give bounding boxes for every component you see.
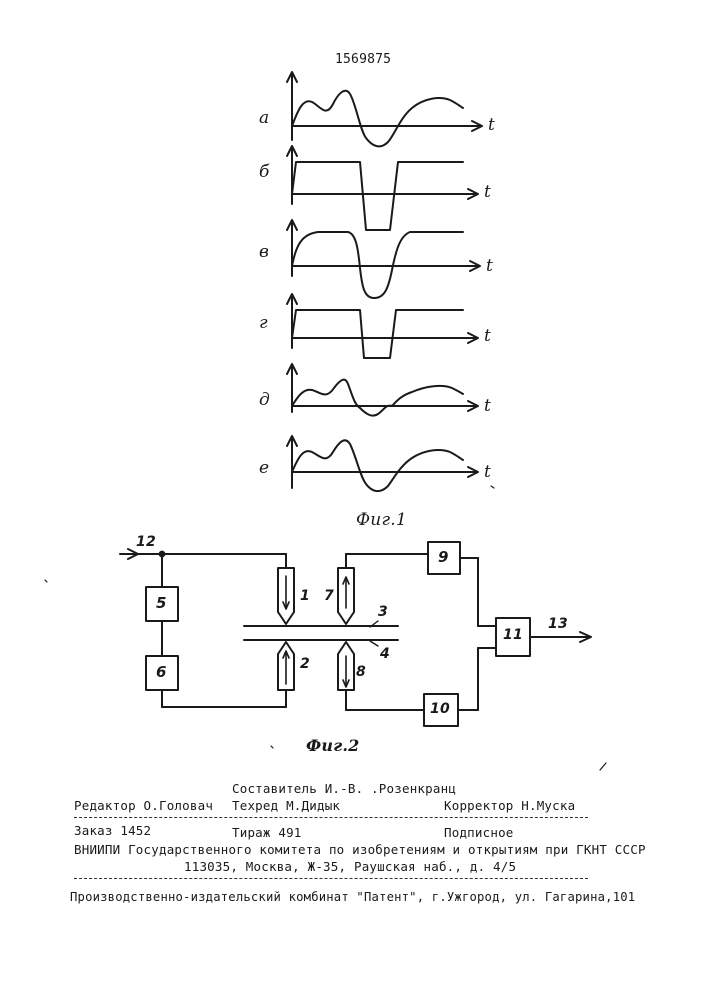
plate-4-label: 4 [380,646,390,662]
fig1-t-label-g: t [484,326,491,346]
footer-divider-2 [74,878,588,879]
block-10-label: 10 [430,701,450,717]
editor-line: Редактор О.Головач [74,798,213,813]
waveform-v [287,220,480,298]
waveform-g [287,294,478,358]
waveform-b-pulse [292,162,463,230]
transducer-7-label: 7 [324,588,334,604]
subscription-line: Подписное [444,825,514,840]
fig1-row-label-a: а [259,108,269,128]
order-line: Заказ 1452 [74,823,151,838]
techred-line: Техред М.Дидык [232,798,340,813]
block-11-label: 11 [503,627,523,643]
compiler-line: Составитель И.-В. .Розенкранц [232,781,456,796]
corrector-line: Корректор Н.Муска [444,798,575,813]
waveform-b [287,146,478,230]
transducer-2-label: 2 [300,656,310,672]
transducer-8-label: 8 [356,664,366,680]
waveform-e [287,436,478,491]
publisher-line: Производственно-издательский комбинат "П… [70,890,635,904]
waveform-d-signal [292,380,463,416]
label-4-leader [370,641,378,646]
waveform-g-pulse [292,310,463,358]
fig1-t-label-v: t [486,256,493,276]
fig1-row-label-d: д [259,390,270,410]
fig1-row-label-v: в [259,242,269,262]
transducer-1-label: 1 [300,588,310,604]
waveform-e-signal [292,440,463,491]
fig1-row-label-e: е [259,458,269,478]
waveform-d [287,364,478,416]
circulation-line: Тираж 491 [232,825,302,840]
block-6-label: 6 [156,663,167,681]
plate-3-label: 3 [378,604,388,620]
fig1-t-label-b: t [484,182,491,202]
fig1-t-label-e: t [484,462,491,482]
vniipi-line-2: 113035, Москва, Ж-35, Раушская наб., д. … [184,859,516,874]
label-12: 12 [136,534,156,550]
fig2-caption: Фиг.2 [306,736,360,755]
block-9-label: 9 [438,548,449,566]
fig1-caption: Фиг.1 [356,510,407,530]
vniipi-line-1: ВНИИПИ Государственного комитета по изоб… [74,842,646,857]
waveform-a [287,72,482,146]
fig1-row-label-b: б [259,162,270,182]
waveform-a-signal [292,91,463,147]
label-13: 13 [548,616,568,632]
fig1-t-label-d: t [484,396,491,416]
fig1-t-label-a: t [488,115,495,135]
fig1-row-label-g: г [259,313,268,333]
block-5-label: 5 [156,594,167,612]
footer-divider-1 [74,817,588,818]
